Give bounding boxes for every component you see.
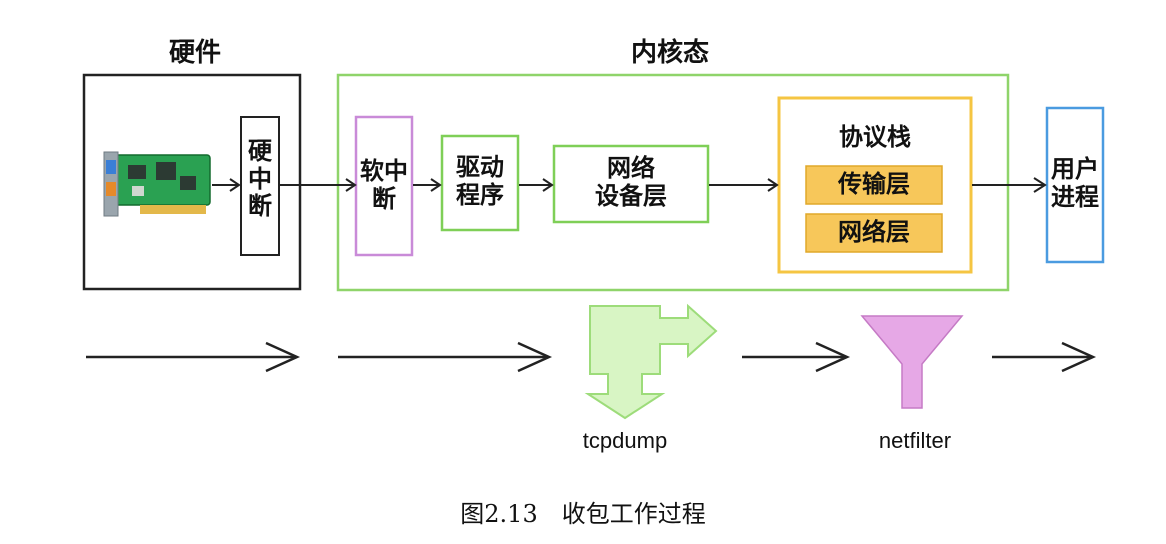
tcpdump-shape bbox=[584, 303, 718, 420]
soft-interrupt-box bbox=[354, 115, 414, 257]
net-device-label: 网络 设备层 bbox=[595, 154, 667, 210]
user-process-label: 用户 进程 bbox=[1051, 155, 1099, 211]
hardware-box bbox=[82, 73, 302, 291]
netfilter-funnel-shape bbox=[860, 315, 964, 409]
nic-card-icon bbox=[103, 151, 211, 217]
tcpdump-label: tcpdump bbox=[582, 428, 668, 453]
user-process-box bbox=[1045, 106, 1105, 264]
network-layer-box bbox=[805, 213, 943, 253]
hardware-title: 硬件 bbox=[168, 38, 221, 68]
protocol-stack-label: 协议栈 bbox=[839, 123, 911, 151]
bottom-arrows bbox=[86, 341, 1097, 373]
flow-arrows bbox=[212, 177, 1047, 193]
network-layer-label: 网络层 bbox=[838, 218, 910, 246]
transport-layer-label: 传输层 bbox=[838, 170, 910, 198]
kernel-box bbox=[336, 73, 1010, 292]
hw-interrupt-label: 硬 中 断 bbox=[248, 137, 272, 221]
net-device-box bbox=[552, 144, 710, 224]
figure-caption: 图2.13 收包工作过程 bbox=[460, 500, 706, 528]
transport-layer-box bbox=[805, 165, 943, 205]
kernel-title: 内核态 bbox=[630, 38, 709, 68]
driver-label: 驱动 程序 bbox=[456, 153, 504, 209]
soft-interrupt-label: 软中 断 bbox=[360, 157, 408, 213]
hw-interrupt-box bbox=[240, 116, 280, 256]
netfilter-label: netfilter bbox=[878, 428, 952, 453]
driver-box bbox=[440, 134, 520, 232]
